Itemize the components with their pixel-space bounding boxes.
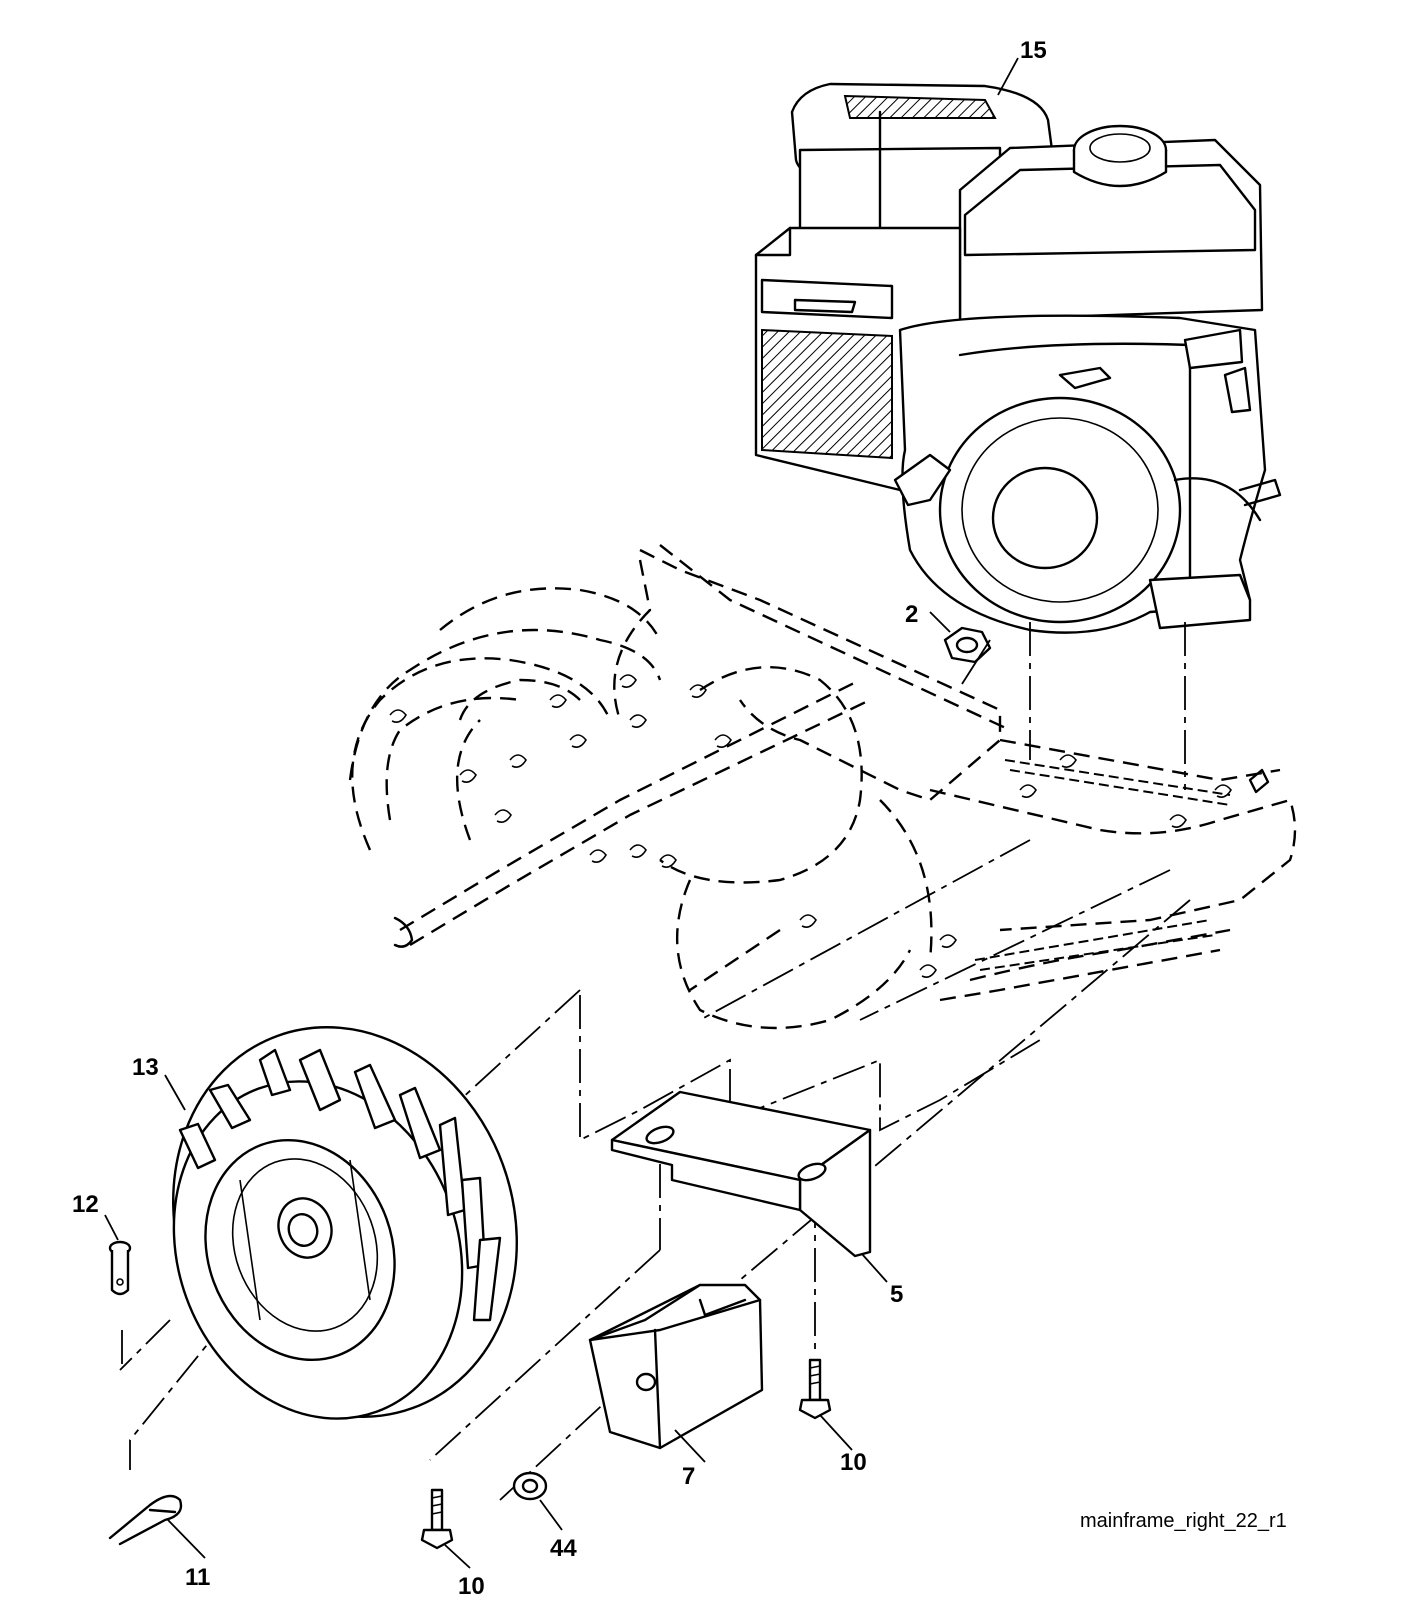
- callout-15: 15: [1020, 37, 1047, 64]
- callout-12: 12: [72, 1191, 99, 1218]
- callout-11: 11: [185, 1564, 210, 1591]
- callout-13: 13: [132, 1054, 159, 1081]
- callout-44: 44: [550, 1535, 577, 1562]
- nut-2: [943, 626, 992, 685]
- weight: [588, 1283, 764, 1450]
- callout-10-right: 10: [840, 1449, 867, 1476]
- engine: [754, 82, 1282, 634]
- lock-nut: [512, 1471, 548, 1501]
- callout-5: 5: [890, 1281, 903, 1308]
- callout-7: 7: [682, 1463, 695, 1490]
- callout-2: 2: [905, 601, 918, 628]
- callout-10-left: 10: [458, 1573, 485, 1600]
- hairpin-clip: [108, 1494, 183, 1546]
- assembly-lines: [119, 622, 1191, 1501]
- bolt-right: [798, 1358, 832, 1420]
- figure-caption: mainframe_right_22_r1: [1080, 1510, 1287, 1532]
- leader-lines: [104, 57, 1019, 1569]
- wheel: [172, 1026, 518, 1420]
- bracket: [610, 1090, 872, 1258]
- tiller-frame-phantom: [348, 544, 1297, 1030]
- bolt-left: [420, 1488, 454, 1550]
- clevis-pin: [108, 1240, 132, 1296]
